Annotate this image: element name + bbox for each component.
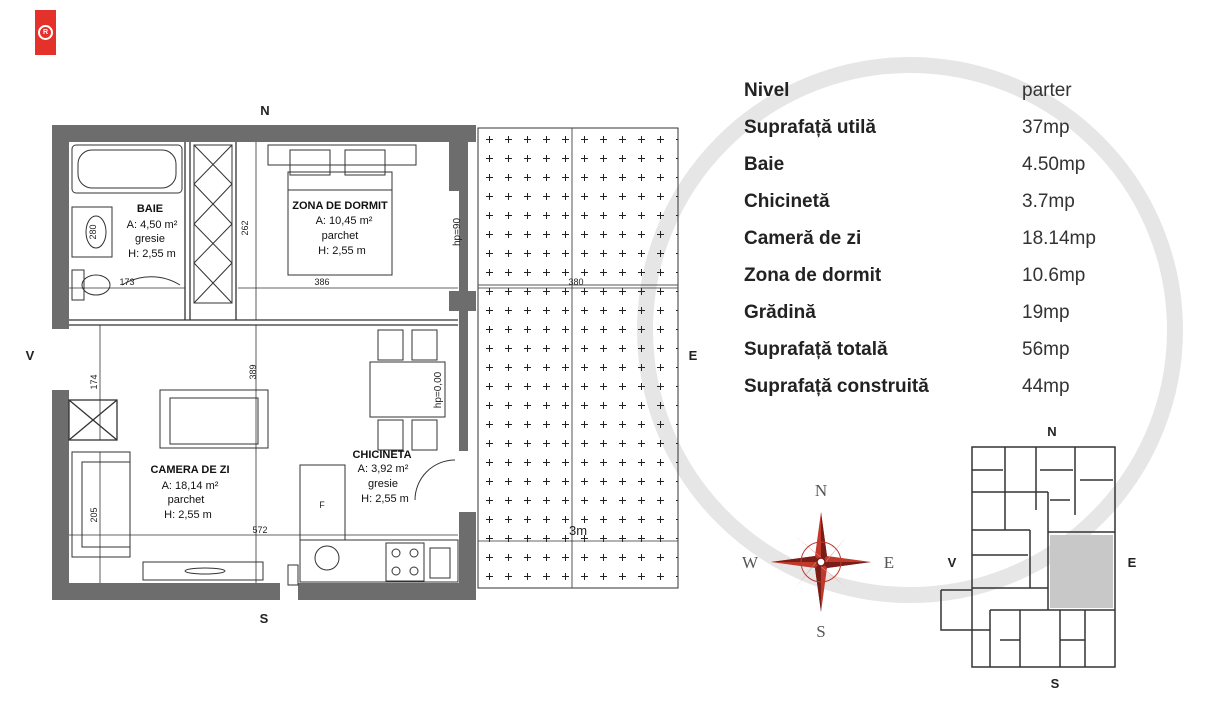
info-row: Zona de dormit 10.6mp xyxy=(744,265,1164,302)
room-dormit-name: ZONA DE DORMIT xyxy=(292,200,388,212)
dim-386: 386 xyxy=(314,277,329,287)
dim-174: 174 xyxy=(89,374,99,389)
mini-west: V xyxy=(948,555,957,570)
kitchen-furniture xyxy=(299,329,459,583)
info-label: Grădină xyxy=(744,302,816,323)
info-value: 44mp xyxy=(1022,376,1070,397)
rose-south: S xyxy=(816,622,825,641)
hp-000: hp=0,00 xyxy=(433,371,444,408)
info-row: Chicinetă 3.7mp xyxy=(744,191,1164,228)
info-value: 3.7mp xyxy=(1022,191,1075,212)
garden-area xyxy=(477,127,679,589)
dim-262: 262 xyxy=(240,220,250,235)
info-value: 18.14mp xyxy=(1022,228,1096,249)
info-row: Suprafață utilă 37mp xyxy=(744,117,1164,154)
info-label: Suprafață totală xyxy=(744,339,888,360)
mini-east: E xyxy=(1128,555,1137,570)
dim-389: 389 xyxy=(248,364,258,379)
info-label: Suprafață construită xyxy=(744,376,929,397)
room-baie-name: BAIE xyxy=(137,203,163,215)
dim-572: 572 xyxy=(252,525,267,535)
bathroom-fixtures xyxy=(71,144,183,301)
info-label: Chicinetă xyxy=(744,191,830,212)
room-camera-height: H: 2,55 m xyxy=(164,509,212,521)
info-value: 37mp xyxy=(1022,117,1070,138)
brand-logo: R xyxy=(35,10,56,55)
info-value: 10.6mp xyxy=(1022,265,1086,286)
info-row: Suprafață construită 44mp xyxy=(744,376,1164,413)
dim-380: 380 xyxy=(568,277,583,287)
mini-north: N xyxy=(1047,424,1056,439)
room-chicineta-area: A: 3,92 m² xyxy=(358,463,409,475)
plan-west: V xyxy=(26,348,35,363)
room-chicineta-finish: gresie xyxy=(368,478,398,490)
hp-90: hp=90 xyxy=(452,218,463,247)
plan-east: E xyxy=(689,348,698,363)
info-value: 19mp xyxy=(1022,302,1070,323)
info-row: Suprafață totală 56mp xyxy=(744,339,1164,376)
room-camera-area: A: 18,14 m² xyxy=(162,480,219,492)
room-baie-height: H: 2,55 m xyxy=(128,248,176,260)
info-label: Nivel xyxy=(744,80,790,101)
info-label: Zona de dormit xyxy=(744,265,882,286)
room-chicineta-name: CHICINETA xyxy=(352,449,411,461)
logo-mark: R xyxy=(38,25,53,40)
compass-rose xyxy=(771,512,871,612)
interior-walls xyxy=(68,142,458,441)
info-label: Cameră de zi xyxy=(744,228,862,249)
mini-south: S xyxy=(1051,676,1060,691)
dim-173: 173 xyxy=(119,277,134,287)
dim-205: 205 xyxy=(89,507,99,522)
info-row: Cameră de zi 18.14mp xyxy=(744,228,1164,265)
bed xyxy=(267,144,417,276)
room-baie-finish: gresie xyxy=(135,233,165,245)
outer-walls xyxy=(52,125,476,600)
info-value: 56mp xyxy=(1022,339,1070,360)
info-row: Nivel parter xyxy=(744,80,1164,117)
room-chicineta-height: H: 2,55 m xyxy=(361,493,409,505)
info-label: Baie xyxy=(744,154,785,175)
info-value: parter xyxy=(1022,80,1072,101)
wardrobe xyxy=(193,144,233,304)
plan-north: N xyxy=(260,103,269,118)
fridge-label: F xyxy=(319,500,325,510)
room-dormit-finish: parchet xyxy=(322,230,359,242)
building-key-plan xyxy=(940,446,1116,668)
room-dormit-height: H: 2,55 m xyxy=(318,245,366,257)
room-camera-finish: parchet xyxy=(168,494,205,506)
rose-west: W xyxy=(742,553,759,572)
dimension-lines xyxy=(69,142,678,583)
garden-dimension: 3m xyxy=(569,523,587,538)
plan-south: S xyxy=(260,611,269,626)
room-dormit-area: A: 10,45 m² xyxy=(316,215,373,227)
dim-280: 280 xyxy=(88,224,98,239)
info-row: Grădină 19mp xyxy=(744,302,1164,339)
room-camera-name: CAMERA DE ZI xyxy=(150,464,229,476)
rose-north: N xyxy=(815,481,827,500)
rose-east: E xyxy=(884,553,894,572)
info-row: Baie 4.50mp xyxy=(744,154,1164,191)
info-value: 4.50mp xyxy=(1022,154,1086,175)
room-baie-area: A: 4,50 m² xyxy=(127,219,178,231)
living-furniture xyxy=(71,389,299,586)
info-label: Suprafață utilă xyxy=(744,117,876,138)
